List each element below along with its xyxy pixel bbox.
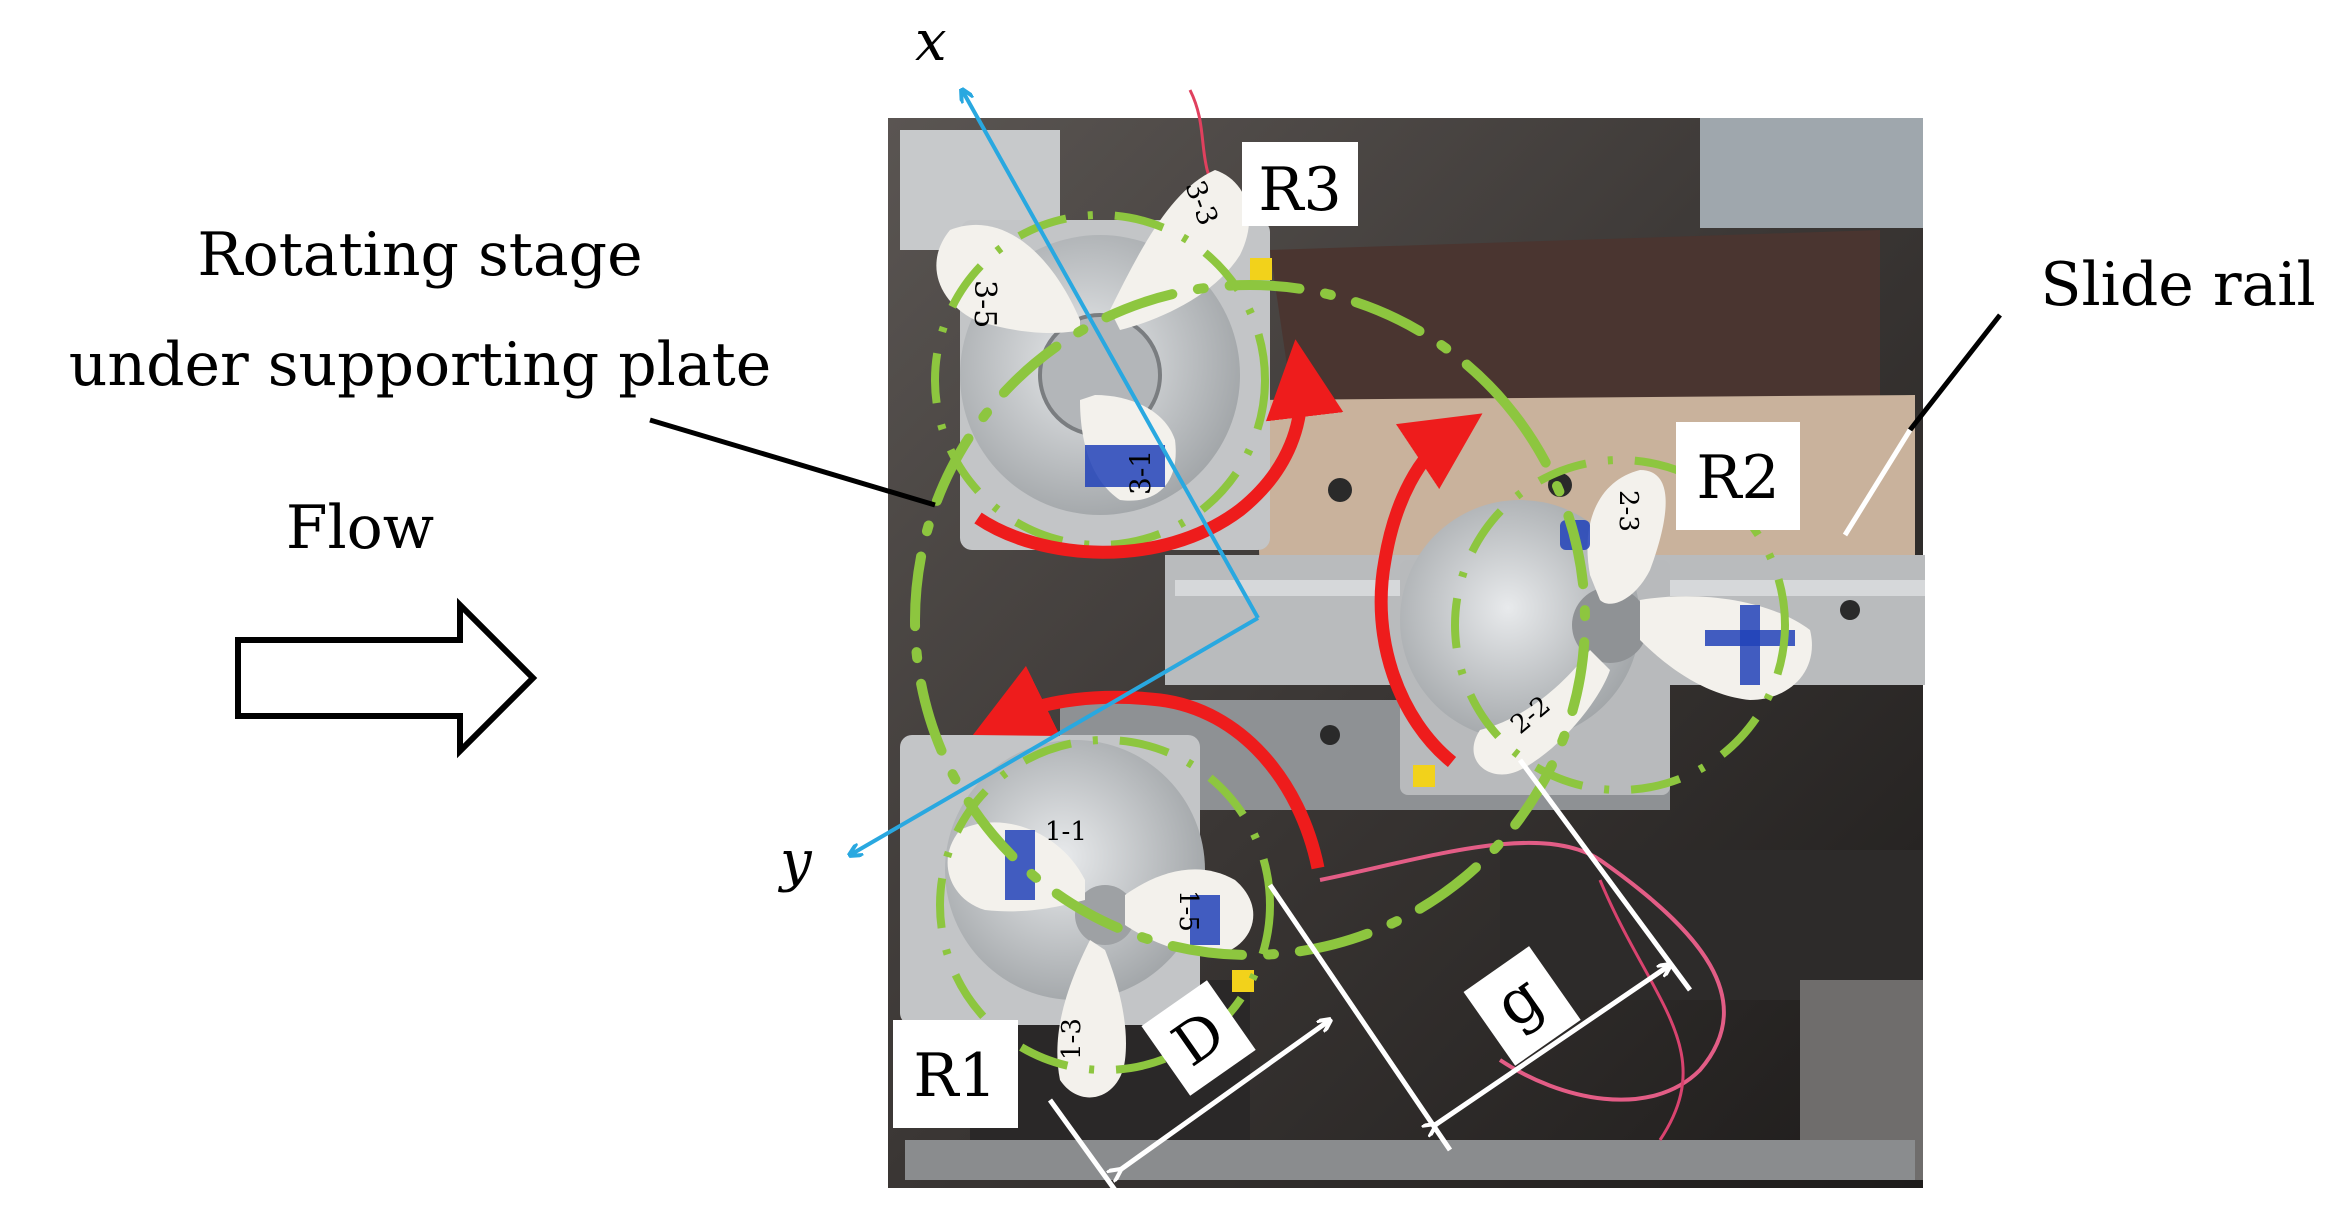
rotation-arrow-r1	[972, 665, 1325, 870]
slide-rail-leader-black	[1908, 313, 2002, 432]
experiment-photo: 3-5 3-3 3-1 2-3 2-2	[888, 89, 1925, 1188]
x-axis-arrow	[962, 90, 1260, 619]
rotation-arrow-r2	[1374, 413, 1483, 768]
blade-mark: 2-3	[1613, 490, 1643, 532]
dim-d-label-box: D	[1141, 980, 1256, 1096]
r3-label: R3	[1258, 155, 1341, 225]
dim-leader	[1267, 883, 1453, 1152]
x-axis-label: x	[915, 9, 947, 74]
supporting-plate	[1270, 230, 1880, 420]
marker-ink	[1085, 445, 1165, 487]
stage-label-line2: under supporting plate	[69, 330, 771, 400]
turbine-r3: 3-5 3-3 3-1	[936, 170, 1272, 550]
r3-tip-circle	[931, 211, 1269, 549]
blade-mark: 3-1	[1124, 450, 1157, 495]
turbine-orbit-circle	[910, 280, 1590, 960]
dim-leader	[1047, 1098, 1118, 1192]
r1-tip-circle	[936, 736, 1274, 1074]
dimension-arrow-g	[1435, 965, 1670, 1125]
frame-top-right	[1700, 118, 1923, 228]
stage-label-line1: Rotating stage	[197, 220, 642, 290]
r2-tip-circle	[1451, 456, 1789, 794]
y-axis-label: y	[777, 829, 813, 894]
dim-leader	[1517, 758, 1693, 992]
slide-rail-leader-white	[1842, 428, 1913, 537]
stage-leader-line	[649, 417, 936, 508]
r2-label-box	[1676, 422, 1800, 530]
flow-label: Flow	[286, 493, 434, 563]
dimension-arrow-d	[1120, 1020, 1330, 1170]
blade-mark: 1-3	[1057, 1018, 1087, 1060]
y-axis-arrow	[850, 616, 1260, 855]
r1-label-box	[893, 1020, 1018, 1128]
slide-rail-label: Slide rail	[2040, 250, 2315, 320]
blade-mark: 3-5	[967, 280, 1002, 328]
blade-mark: 1-5	[1173, 890, 1203, 932]
r3-label-box	[1242, 142, 1358, 226]
dim-g-label-box: g	[1463, 946, 1581, 1066]
r2-label: R2	[1696, 443, 1779, 513]
flow-arrow-icon	[235, 597, 538, 759]
blade-mark: 1-1	[1045, 817, 1087, 847]
rotation-arrow-r3	[974, 339, 1344, 559]
r1-label: R1	[913, 1041, 996, 1111]
